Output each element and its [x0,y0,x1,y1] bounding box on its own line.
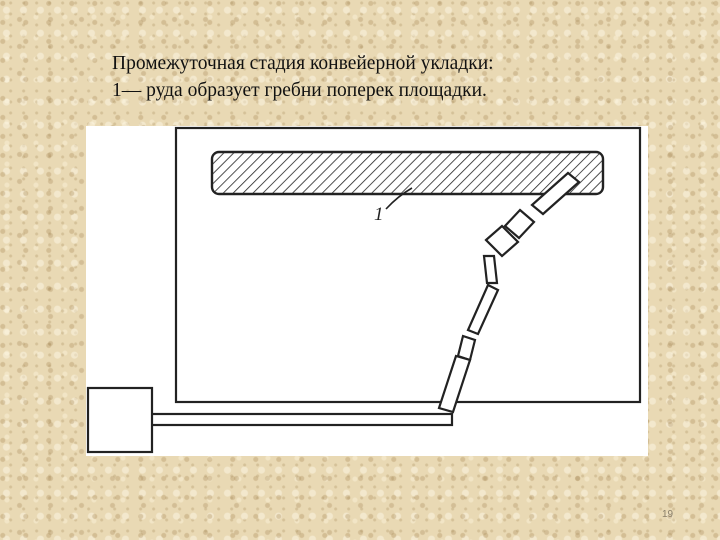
stacker-pivot [484,224,520,258]
stacker-head-block [503,208,536,240]
stacker-conveyor [437,171,581,414]
stacker-boom-tip [530,171,581,216]
conveyor-segment-1 [482,254,499,285]
slide-title: Промежуточная стадия конвейерной укладки… [112,50,632,104]
callout-leader [385,187,413,210]
title-line-1: Промежуточная стадия конвейерной укладки… [112,53,494,74]
stacking-yard-outline [174,126,642,404]
callout-label: 1 [374,204,384,225]
feed-station [86,386,154,454]
conveyor-segment-2 [466,283,500,336]
title-line-2: 1— руда образует гребни поперек площадки… [112,80,487,101]
ore-ridge [210,150,605,196]
conveyor-segment-4 [437,354,472,414]
feeder-conveyor [138,412,454,427]
page-number: 19 [662,509,674,520]
